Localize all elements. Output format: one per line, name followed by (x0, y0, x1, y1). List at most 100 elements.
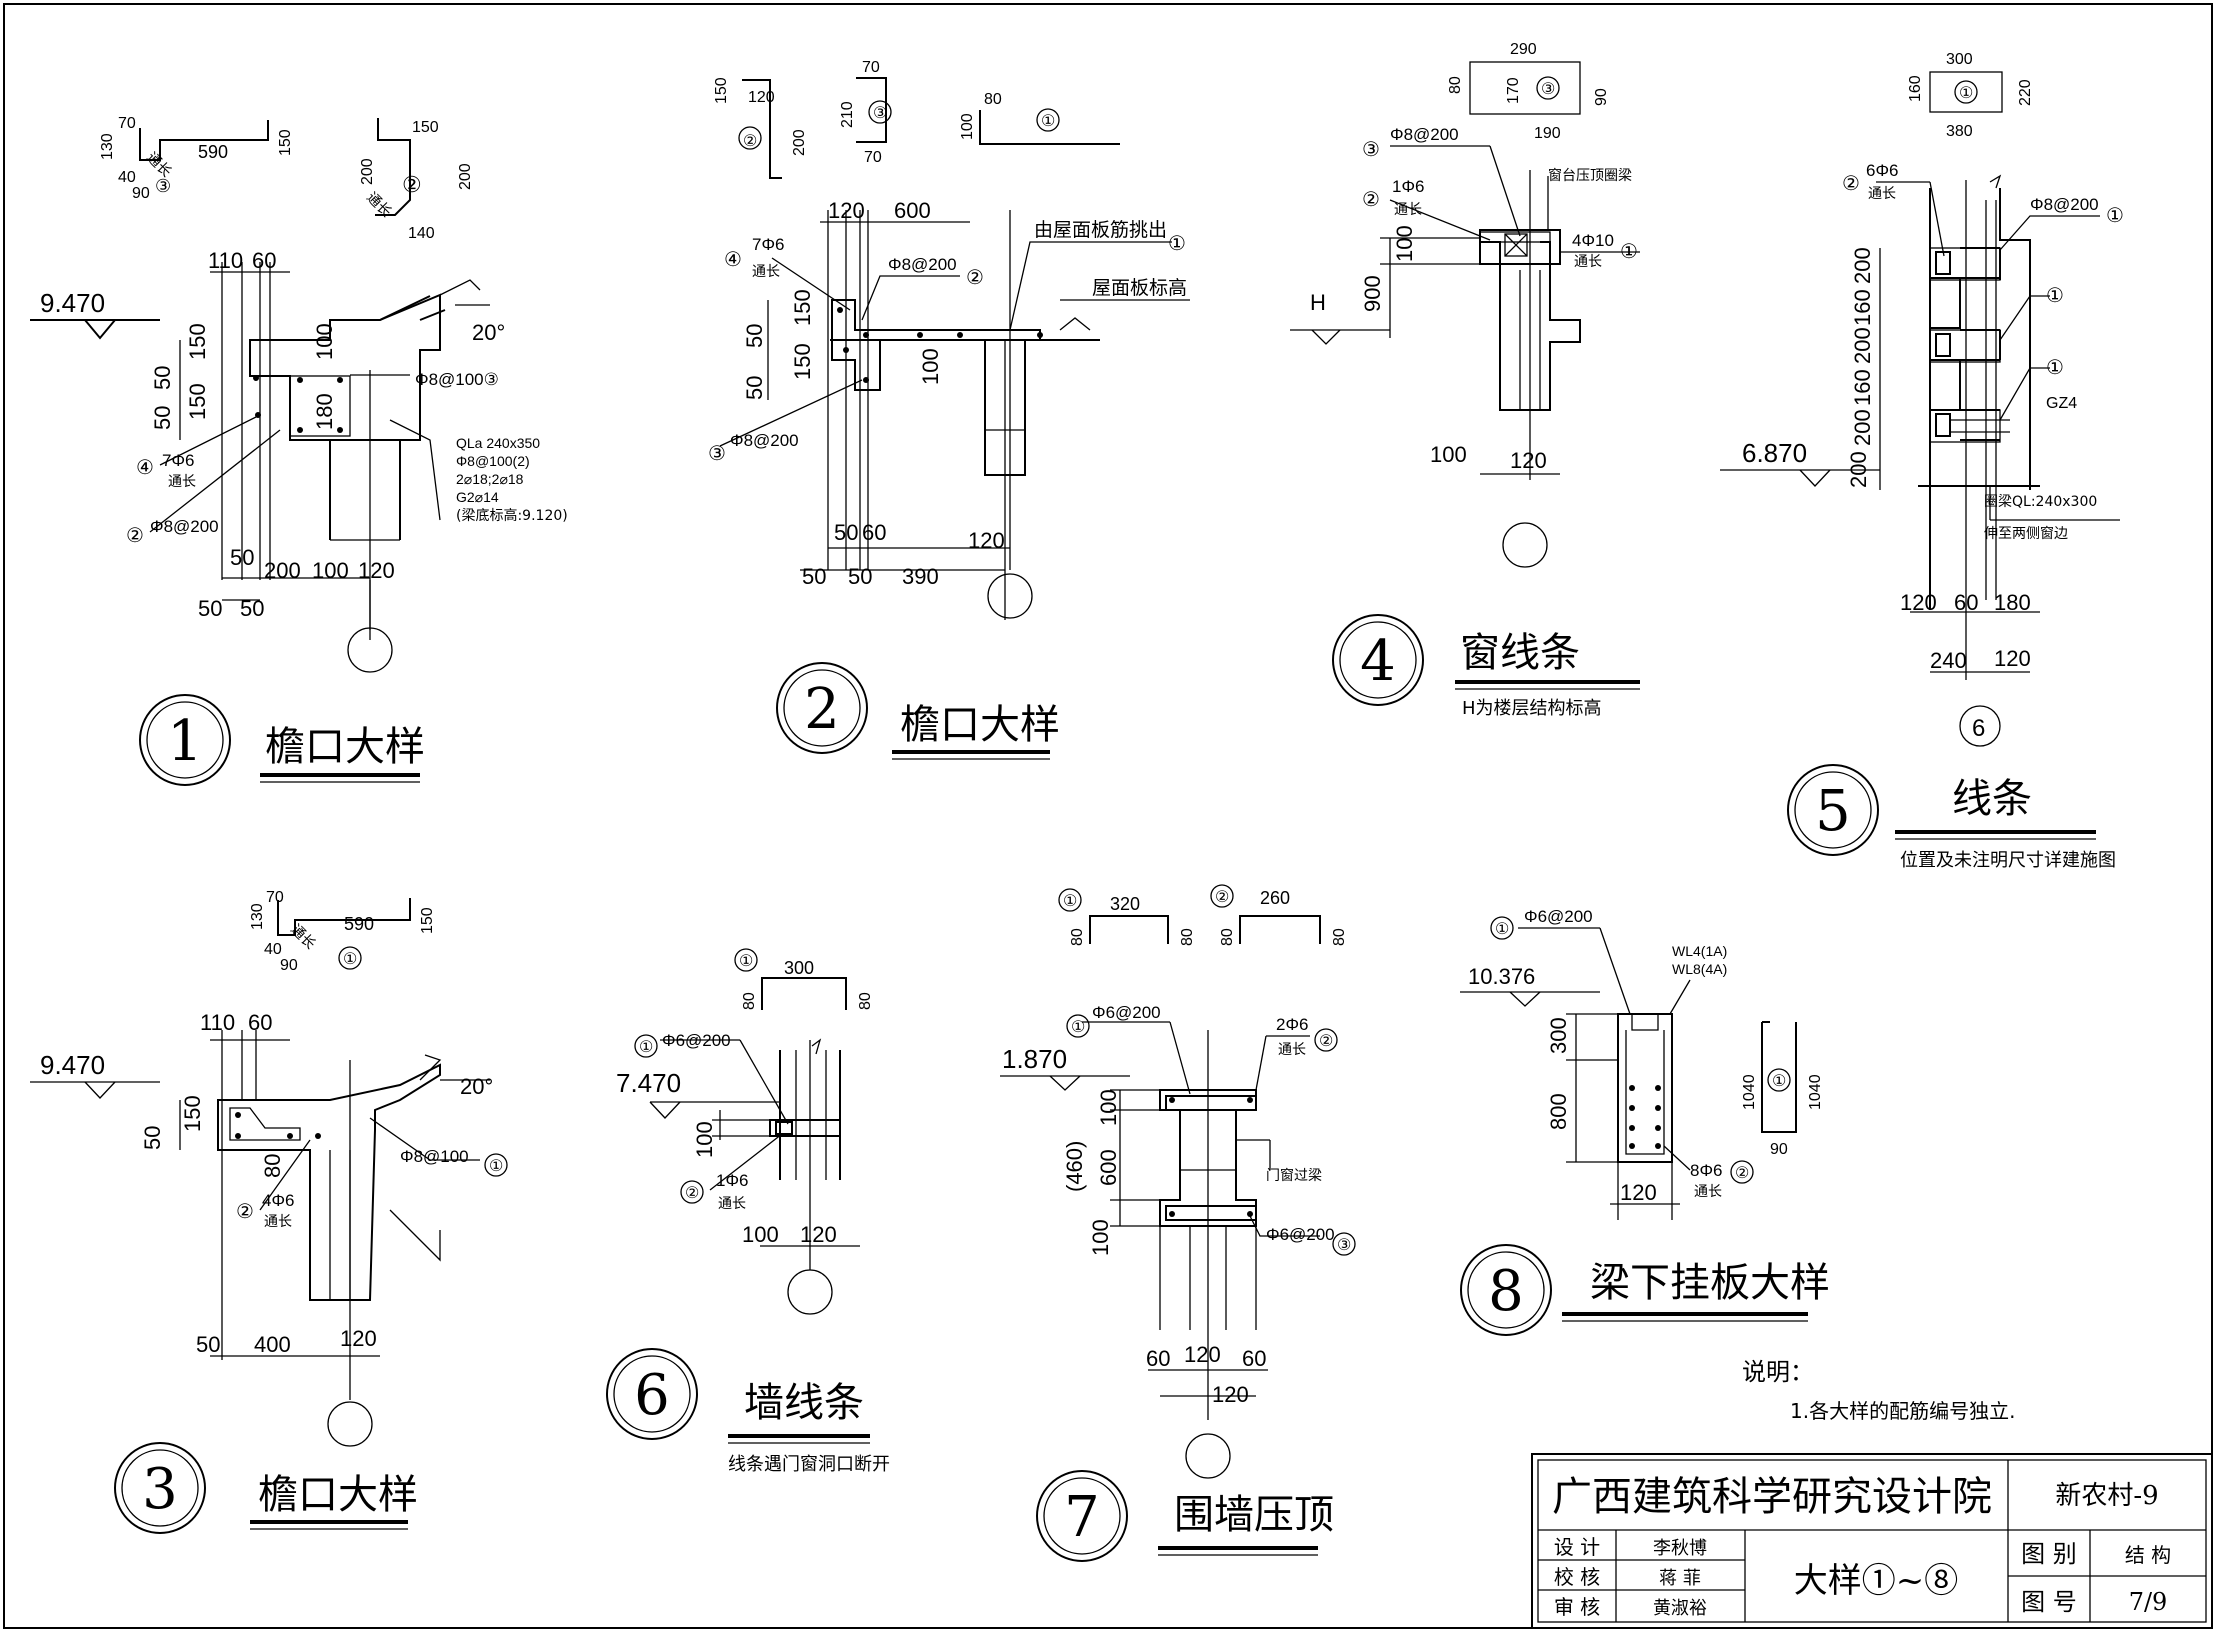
d2-dim-bot-6: 390 (902, 564, 939, 589)
tb-project: 新农村-9 (2055, 1481, 2158, 1511)
d2-c3-tag: ③ (708, 443, 726, 465)
d5-elevation: 6.870 (1742, 438, 1807, 468)
d7-bar1-a: 320 (1110, 894, 1140, 914)
d6-dim-100: 100 (692, 1121, 717, 1158)
d6-c1-text: Φ6@200 (662, 1031, 731, 1050)
d7-bar1-b: 80 (1069, 928, 1086, 946)
d8-title-circle (1460, 1244, 1552, 1336)
d8-bar-a: 1040 (1741, 1074, 1758, 1110)
d6-c1-tag: ① (639, 1039, 653, 1056)
tb-review-name: 黄淑裕 (1653, 1598, 1707, 1619)
d3-bar-tag: ① (343, 951, 357, 968)
d7-title-circle (1036, 1470, 1128, 1562)
tb-drawing-name: 大样①~⑧ (1794, 1561, 1959, 1601)
d2-dim-top-2: 600 (894, 198, 931, 223)
d1-callout-4-tag: ④ (136, 457, 154, 479)
d3-angle: 20° (460, 1074, 493, 1099)
d2-dim-100: 100 (918, 348, 943, 385)
d7-bar2-a: 260 (1260, 888, 1290, 908)
d2-bar3-c: 70 (864, 149, 882, 166)
d2-dim-left-4: 150 (790, 343, 815, 380)
tb-check-name: 蒋 菲 (1659, 1568, 1701, 1589)
detail-8: ① Φ6@200 10.376 WL4(1A) WL8(4A) 300 800 … (1460, 907, 1830, 1336)
d7-title-num: 7 (1064, 1485, 1100, 1550)
tb-no-label: 图 号 (2021, 1588, 2077, 1616)
tb-no-value: 7/9 (2129, 1588, 2168, 1616)
d3-bar-note: 通长 (287, 922, 318, 953)
d1-title: 檐口大样 (265, 724, 425, 770)
d7-dim-bot-4: 120 (1212, 1382, 1249, 1407)
d2-dim-bot-2: 60 (862, 520, 886, 545)
d1-bar3-a: 70 (118, 115, 136, 132)
d1-dim-left-4: 50 (150, 406, 175, 430)
d1-bar2-d: 140 (408, 225, 435, 242)
d6-axis-circle (787, 1269, 833, 1315)
d5-gz: GZ4 (2046, 395, 2077, 412)
d3-dim-top-2: 60 (248, 1010, 272, 1035)
d6-title-num: 6 (634, 1363, 670, 1428)
tb-company: 广西建筑科学研究设计院 (1552, 1474, 1992, 1520)
notes-title: 说明： (1742, 1358, 1814, 1386)
d4-h: H (1310, 290, 1326, 315)
d1-dim-top-2: 60 (252, 248, 276, 273)
d5-axis: 6 (1972, 715, 1985, 742)
d7-dim-left-4: (460) (1062, 1141, 1087, 1192)
tb-type-label: 图 别 (2021, 1540, 2077, 1568)
d7-dim-left-2: 600 (1096, 1149, 1121, 1186)
d5-c1a-text: Φ8@200 (2030, 195, 2099, 214)
d5-bar-a: 300 (1946, 51, 1973, 68)
d8-c1-tag: ① (1495, 921, 1509, 938)
d1-bar3-tag: ③ (155, 176, 171, 196)
d4-c2-tag: ② (1362, 189, 1380, 211)
d7-title: 围墙压顶 (1174, 1492, 1334, 1538)
d6-c2-tag: ② (685, 1185, 699, 1202)
d4-bar-e: 190 (1534, 125, 1561, 142)
d5-dim-bot-4: 240 (1930, 648, 1967, 673)
d1-elevation: 9.470 (40, 288, 105, 318)
d6-dim-bot-2: 120 (800, 1222, 837, 1247)
d1-dim-mid-1: 100 (312, 323, 337, 360)
d7-c1-tag: ① (1071, 1019, 1085, 1036)
d4-c2-text: 1Φ6 (1392, 177, 1424, 196)
d2-c4-text: 7Φ6 (752, 235, 784, 254)
d2-title-num: 2 (804, 677, 840, 742)
d7-bar1-tag: ① (1063, 893, 1077, 910)
d5-dim-left-2: 160 (1850, 289, 1875, 326)
d5-axis-circle (1959, 705, 2001, 747)
d3-axis-circle (327, 1401, 373, 1447)
d7-c2-note: 通长 (1278, 1042, 1306, 1058)
d5-bar-b: 160 (1907, 75, 1924, 102)
d5-c1c-tag: ① (2046, 357, 2064, 379)
d4-dim-2: 900 (1360, 275, 1385, 312)
d3-bar-a: 70 (266, 889, 284, 906)
d7-c3-tag: ③ (1337, 1237, 1351, 1254)
detail-6: ① 300 80 80 ① Φ6@200 7.470 100 ② 1Φ6 通长 … (606, 948, 890, 1475)
d4-c2-note: 通长 (1394, 202, 1422, 218)
d2-c2-tag: ② (966, 267, 984, 289)
d6-elevation: 7.470 (616, 1068, 681, 1098)
d8-title-num: 8 (1488, 1259, 1524, 1324)
d5-beam: 圈梁QL:240x300 (1984, 494, 2097, 510)
d3-c2-note: 通长 (264, 1214, 292, 1230)
detail-1: 130 70 40 90 通长 590 150 ③ 150 200 200 14… (30, 115, 568, 786)
d5-dim-left-4: 160 (1850, 369, 1875, 406)
d5-dim-bot-5: 120 (1994, 646, 2031, 671)
d7-lintel: 门窗过梁 (1266, 1167, 1322, 1184)
d6-bar-b: 80 (741, 992, 758, 1010)
d1-dim-bot-5: 50 (198, 596, 222, 621)
d1-dim-bot-2: 200 (264, 558, 301, 583)
d3-title-num: 3 (142, 1457, 178, 1522)
d2-dim-left-3: 50 (742, 376, 767, 400)
d5-note: 位置及未注明尺寸详建施图 (1900, 850, 2116, 871)
d5-title-num: 5 (1815, 779, 1851, 844)
d4-bar-c: 170 (1505, 77, 1522, 104)
d1-bar3-c: 150 (277, 129, 294, 156)
d1-title-num: 1 (167, 709, 203, 774)
d7-c3-text: Φ6@200 (1266, 1225, 1335, 1244)
d8-c2-note: 通长 (1694, 1184, 1722, 1200)
d1-callout-4-text: 7Φ6 (162, 451, 194, 470)
d1-dim-left-3: 150 (185, 383, 210, 420)
d7-dim-bot-1: 60 (1146, 1346, 1170, 1371)
d4-c1-note: 通长 (1574, 254, 1602, 270)
